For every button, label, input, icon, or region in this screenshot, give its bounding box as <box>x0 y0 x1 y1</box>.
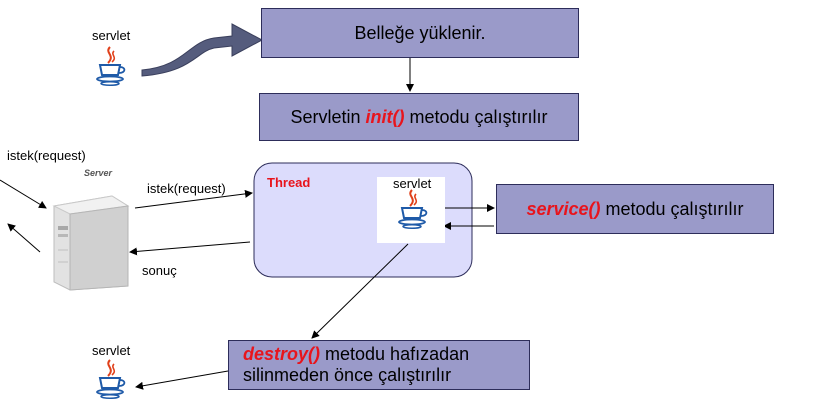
arrow-request-to-thread <box>134 189 253 209</box>
curved-load-arrow <box>141 23 264 77</box>
service-text: service() metodu çalıştırılır <box>526 198 744 219</box>
destroy-text-line2: silinmeden önce çalıştırılır <box>243 365 452 385</box>
java-cup-icon <box>96 46 126 87</box>
request-label-right: istek(request) <box>147 181 226 196</box>
servlet-label-bottom: servlet <box>92 343 131 358</box>
init-box: Servletin init() metodu çalıştırılır <box>259 93 579 141</box>
arrow-incoming-request <box>0 179 47 209</box>
arrow-outgoing-response <box>7 223 41 253</box>
arrow-servlet-to-destroy <box>311 243 409 339</box>
arrow-response-to-server <box>129 241 251 256</box>
memory-load-text: Belleğe yüklenir. <box>354 22 486 43</box>
destroy-box: destroy() metodu hafızadan silinmeden ön… <box>228 340 530 390</box>
server-label: Server <box>84 168 113 178</box>
thread-label: Thread <box>267 175 311 190</box>
servlet-label-thread: servlet <box>393 176 432 191</box>
arrow-destroy-to-servlet <box>135 370 229 390</box>
response-label: sonuç <box>142 263 177 278</box>
service-box: service() metodu çalıştırılır <box>496 184 774 234</box>
thread-servlet-panel <box>377 177 445 243</box>
server-icon <box>52 195 130 291</box>
java-cup-icon <box>96 359 126 400</box>
servlet-label-top: servlet <box>92 28 131 43</box>
java-cup-icon <box>398 189 428 230</box>
destroy-text-line1: destroy() metodu hafızadan <box>243 344 470 364</box>
memory-load-box: Belleğe yüklenir. <box>261 8 579 58</box>
request-label-left: istek(request) <box>7 148 86 163</box>
init-text: Servletin init() metodu çalıştırılır <box>290 106 548 127</box>
